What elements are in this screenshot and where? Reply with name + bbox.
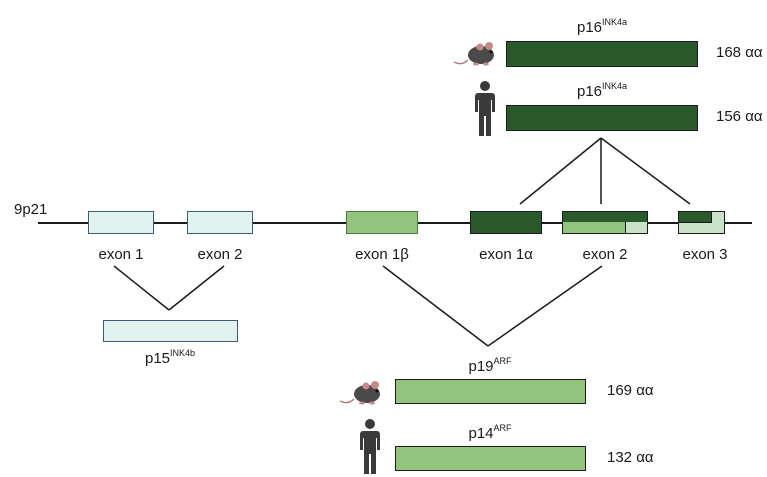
mouse-icon <box>339 381 380 405</box>
protein-length-p19-mouse: 169 αα <box>607 382 654 399</box>
exon-3 <box>678 211 725 234</box>
exon-label-3: exon 3 <box>682 246 728 263</box>
exon-label-p15-2: exon 2 <box>197 246 243 263</box>
p16-connector-exon1a <box>519 137 602 205</box>
exon-label-p15-1: exon 1 <box>98 246 144 263</box>
protein-length-p16-mouse: 168 αα <box>716 44 763 61</box>
human-icon <box>475 81 495 136</box>
exon-label-1-beta: exon 1β <box>355 246 409 263</box>
human-icon <box>360 419 380 474</box>
exon-label-2: exon 2 <box>582 246 628 263</box>
protein-label-p19-mouse: p19ARF <box>468 356 512 375</box>
protein-bar-p14-human <box>395 446 586 471</box>
arf-connector-left <box>382 265 489 347</box>
p16-connector-exon3 <box>600 137 691 205</box>
locus-label: 9p21 <box>14 201 48 218</box>
protein-label-p15: p15INK4b <box>144 348 196 367</box>
exon-3-coding-part <box>679 212 712 223</box>
exon-2 <box>562 211 648 234</box>
mouse-icon <box>453 42 494 66</box>
exon-2-p16-part <box>563 212 647 222</box>
protein-bar-p15 <box>103 320 238 342</box>
exon-1-alpha <box>470 211 542 234</box>
protein-bar-p16-human <box>506 105 698 131</box>
arf-connector-right <box>487 265 603 347</box>
exon-2-arf-part <box>563 222 626 233</box>
exon-label-1-alpha: exon 1α <box>479 246 533 263</box>
exon-p15-2 <box>187 211 253 234</box>
p15-connector-right <box>168 265 225 311</box>
protein-label-p14-human: p14ARF <box>468 423 512 442</box>
protein-label-p16-human: p16INK4a <box>576 81 628 100</box>
protein-length-p14-human: 132 αα <box>607 449 654 466</box>
p15-connector-left <box>113 265 170 311</box>
protein-length-p16-human: 156 αα <box>716 108 763 125</box>
exon-1-beta <box>346 211 418 234</box>
protein-label-p16-mouse: p16INK4a <box>576 17 628 36</box>
protein-bar-p19-mouse <box>395 379 586 404</box>
exon-p15-1 <box>88 211 154 234</box>
protein-bar-p16-mouse <box>506 41 698 67</box>
